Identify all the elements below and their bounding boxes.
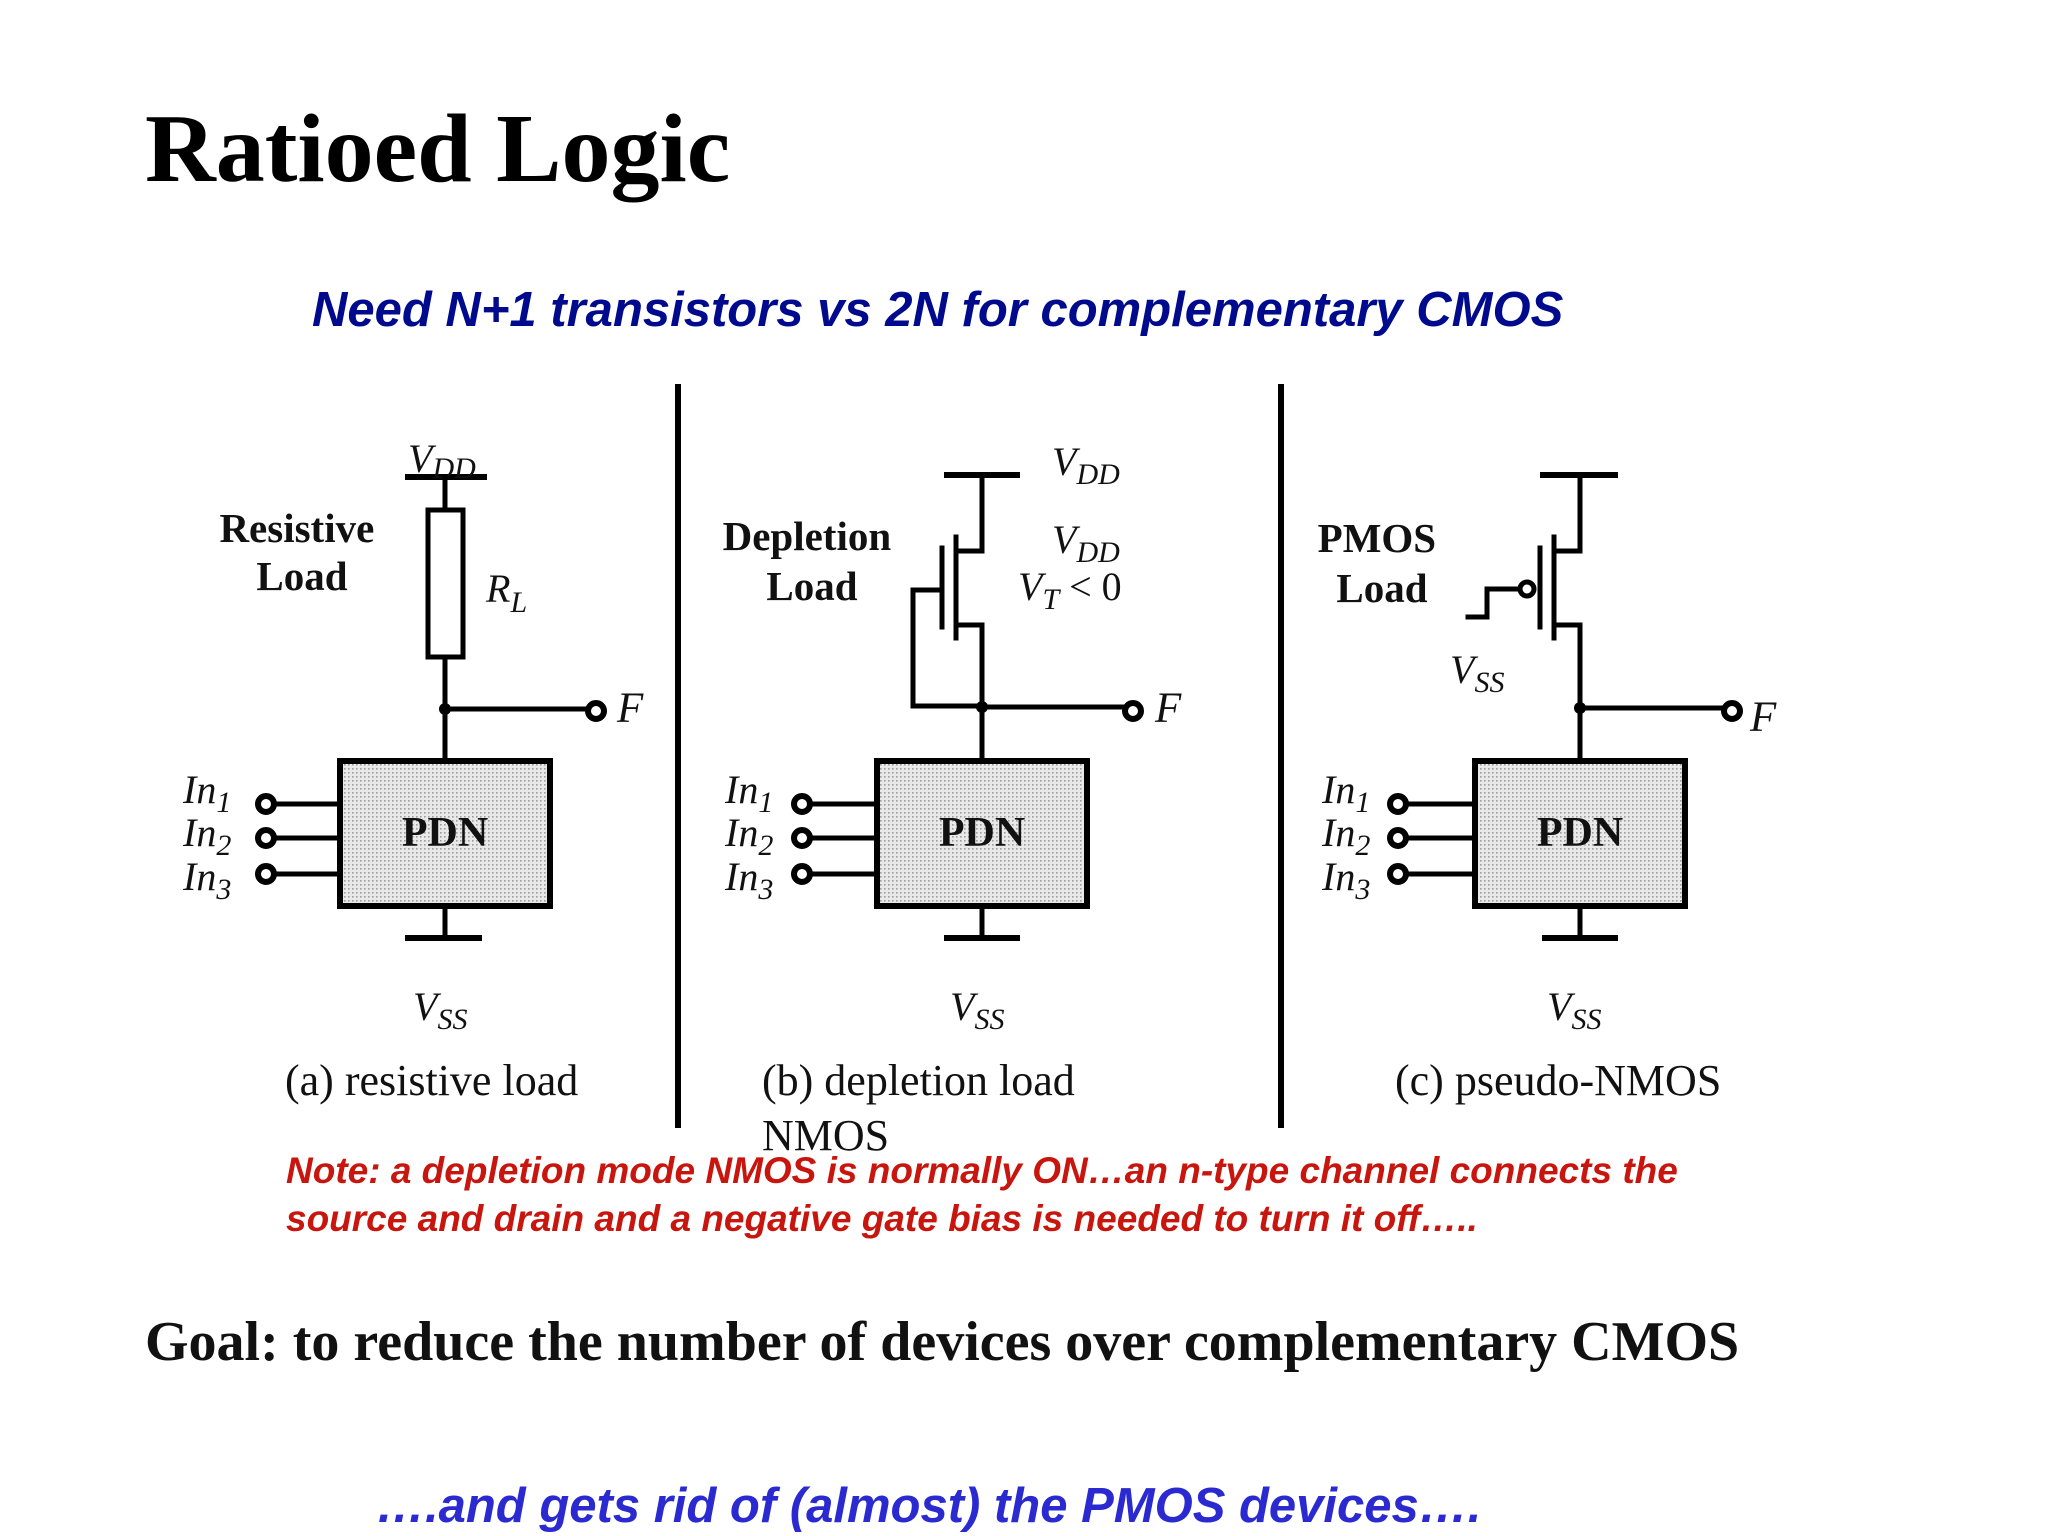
input-label: In2 <box>1321 810 1370 862</box>
panel-caption: (c) pseudo-NMOS <box>1395 1056 1721 1105</box>
output-label: F <box>1749 694 1777 741</box>
vdd-label: VDD <box>408 436 476 485</box>
input-terminal <box>255 793 277 815</box>
load-label: PMOS Load <box>1318 515 1447 611</box>
goal-text: Goal: to reduce the number of devices ov… <box>145 1311 1740 1373</box>
threshold-label: VT < 0 <box>1018 564 1122 616</box>
vss-label: VSS <box>413 984 467 1036</box>
load-label: Resistive Load <box>219 505 384 599</box>
input-label: In3 <box>182 854 231 906</box>
input-label: In1 <box>1321 767 1370 819</box>
vdd-label: VDD <box>1052 517 1120 569</box>
load-resistor <box>425 507 466 660</box>
input-terminal <box>255 827 277 849</box>
subtitle: Need N+1 transistors vs 2N for complemen… <box>312 283 1564 337</box>
depletion-note: Note: a depletion mode NMOS is normally … <box>286 1150 1678 1239</box>
output-label: F <box>1154 685 1182 732</box>
panel-caption: (b) depletion load NMOS <box>762 1056 1086 1160</box>
pdn-label: PDN <box>1537 810 1623 856</box>
input-label: In3 <box>724 854 773 906</box>
input-terminal <box>791 793 813 815</box>
panel-resistive-load: VDD RL Resistive Load F PDN In1 In2 In3 … <box>182 436 644 1105</box>
pdn-label: PDN <box>939 810 1025 856</box>
resistor-label: RL <box>485 566 527 619</box>
output-terminal <box>585 700 607 722</box>
footer-text: ….and gets rid of (almost) the PMOS devi… <box>376 1479 1482 1533</box>
panel-depletion-load: VDD VDD VT < 0 Depletion Load F PDN <box>723 439 1182 1160</box>
vdd-label: VDD <box>1052 439 1120 491</box>
input-terminal <box>791 827 813 849</box>
input-terminal <box>255 863 277 885</box>
input-label: In1 <box>724 767 773 819</box>
input-label: In2 <box>724 810 773 862</box>
output-terminal <box>1721 700 1743 722</box>
input-label: In3 <box>1321 854 1370 906</box>
pdn-label: PDN <box>402 810 488 856</box>
vss-label: VSS <box>1450 647 1504 699</box>
load-label: Depletion Load <box>723 513 902 609</box>
vss-label: VSS <box>1547 984 1601 1036</box>
input-label: In2 <box>182 810 231 862</box>
pdn-block <box>337 758 553 909</box>
panel-pmos-load: VSS PMOS Load F PDN In1 In2 In3 VSS (c) … <box>1318 472 1777 1105</box>
input-terminal <box>1387 863 1409 885</box>
vss-label: VSS <box>950 984 1004 1036</box>
output-label: F <box>616 685 644 732</box>
pmos-load-transistor <box>1465 472 1583 711</box>
panel-caption: (a) resistive load <box>285 1056 578 1105</box>
depletion-nmos-transistor <box>910 472 985 763</box>
input-label: In1 <box>182 767 231 819</box>
output-terminal <box>1122 700 1144 722</box>
input-terminal <box>791 863 813 885</box>
input-terminal <box>1387 793 1409 815</box>
input-terminal <box>1387 827 1409 849</box>
slide-title: Ratioed Logic <box>145 95 731 203</box>
